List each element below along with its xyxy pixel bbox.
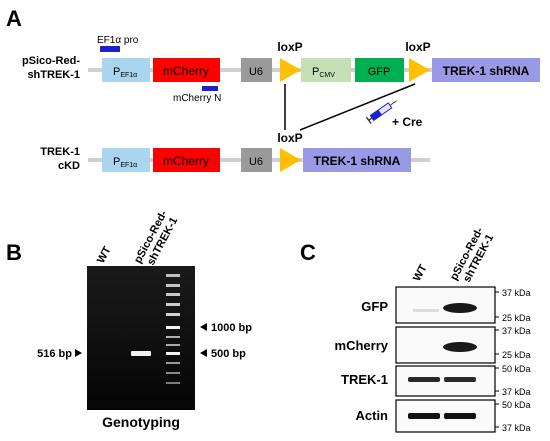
wb-row-trek1: TREK-1 50 kDa 37 kDa <box>341 364 530 397</box>
syringe-icon <box>365 100 397 125</box>
wb-band <box>444 377 476 382</box>
wb-kda-top: 37 kDa <box>502 288 531 298</box>
u6-box-bottom <box>241 148 272 172</box>
u6-label-bottom: U6 <box>249 156 263 168</box>
panel-label-c: C <box>300 240 316 265</box>
mcherry-label-bottom: mCherry <box>163 154 209 168</box>
wb-row-label: GFP <box>361 299 388 314</box>
ladder-band <box>166 284 180 287</box>
wb-band <box>443 342 477 352</box>
arrow-500bp <box>200 349 207 357</box>
u6-box <box>241 58 272 82</box>
arrow-516bp <box>75 349 82 357</box>
wb-kda-bottom: 25 kDa <box>502 350 531 360</box>
wb-band <box>408 413 440 419</box>
wb-row-label: Actin <box>356 408 389 423</box>
wb-row-actin: Actin 50 kDa 37 kDa <box>356 399 531 433</box>
construct-bottom: TREK-1 cKD PEF1α mCherry U6 loxP TREK-1 … <box>40 131 430 172</box>
promoter-ef1a-main: P <box>113 66 120 78</box>
ladder-band <box>166 303 180 306</box>
arrow-1000bp <box>200 323 207 331</box>
wb-kda-top: 50 kDa <box>502 400 531 410</box>
u6-label: U6 <box>249 66 263 78</box>
wb-band <box>408 377 440 382</box>
ladder-band <box>166 362 180 364</box>
primer-ef1a-pro <box>100 46 120 52</box>
promoter-ef1a-box-bottom <box>102 148 150 172</box>
gel-band-516bp <box>131 351 151 356</box>
mcherry-label: mCherry <box>163 64 209 78</box>
wb-band <box>444 413 476 419</box>
wb-kda-top: 37 kDa <box>502 326 531 336</box>
ladder-band <box>166 382 180 384</box>
wb-row-label: TREK-1 <box>341 372 388 387</box>
loxp-label-bottom: loxP <box>277 131 302 145</box>
wb-row-gfp: GFP 37 kDa 25 kDa <box>361 286 531 324</box>
wb-blot-box <box>395 286 496 324</box>
ladder-band-1000 <box>166 326 180 329</box>
pcmv-sub: CMV <box>319 72 335 79</box>
promoter-ef1a-sub: EF1α <box>120 72 137 79</box>
promoter-ef1a-sub-bottom: EF1α <box>120 162 137 169</box>
pcmv-main: P <box>312 66 319 78</box>
construct-bottom-name-line2: cKD <box>58 160 80 172</box>
mcherry-box <box>153 58 220 82</box>
loxp-label-2: loxP <box>405 40 430 54</box>
recombination-line-right <box>299 83 416 131</box>
gel-marker-500: 500 bp <box>211 348 246 360</box>
gel-caption: Genotyping <box>102 414 180 430</box>
construct-top: pSico-Red- shTREK-1 EF1α pro PEF1α mCher… <box>22 35 540 104</box>
panel-label-a: A <box>6 6 22 31</box>
wb-kda-bottom: 37 kDa <box>502 423 531 433</box>
ladder-band <box>166 344 180 346</box>
gfp-label: GFP <box>368 66 391 78</box>
ladder-band <box>166 274 180 277</box>
pcmv-text: PCMV <box>312 66 335 79</box>
wb-kda-bottom: 37 kDa <box>502 387 531 397</box>
shrna-label-top: TREK-1 shRNA <box>443 64 530 78</box>
panel-label-b: B <box>6 240 22 265</box>
ladder-band <box>166 336 180 338</box>
loxp-label-1: loxP <box>277 40 302 54</box>
pcmv-box <box>301 58 351 82</box>
gel-marker-1000: 1000 bp <box>211 322 252 334</box>
promoter-ef1a-main-bottom: P <box>113 156 120 168</box>
ladder-band-500 <box>166 352 180 355</box>
wb-kda-bottom: 25 kDa <box>502 313 531 323</box>
gel-lane-wt: WT <box>95 244 114 265</box>
gel-band-left-label: 516 bp <box>37 348 72 360</box>
mcherry-box-bottom <box>153 148 220 172</box>
loxp-triangle-bottom <box>280 148 301 172</box>
loxp-triangle-2 <box>409 58 430 82</box>
cre-label: + Cre <box>392 115 423 129</box>
ladder-lane <box>166 274 180 384</box>
ladder-band <box>166 313 180 316</box>
shrna-label-bottom: TREK-1 shRNA <box>314 154 401 168</box>
primer-mcherry-n <box>202 86 218 91</box>
shrna-box-top <box>432 58 540 82</box>
promoter-ef1a-text: PEF1α <box>113 66 137 79</box>
ef1a-pro-label: EF1α pro <box>97 35 139 46</box>
promoter-ef1a-text-bottom: PEF1α <box>113 156 137 169</box>
shrna-box-bottom <box>303 148 411 172</box>
wb-row-label: mCherry <box>335 338 389 353</box>
construct-bottom-name-line1: TREK-1 <box>40 146 80 158</box>
ladder-band <box>166 293 180 296</box>
promoter-ef1a-box <box>102 58 150 82</box>
gfp-box <box>355 58 404 82</box>
wb-row-mcherry: mCherry 37 kDa 25 kDa <box>335 326 531 364</box>
wb-band-faint <box>413 309 439 312</box>
loxp-triangle-1 <box>280 58 301 82</box>
construct-top-name-line1: pSico-Red- <box>22 55 80 67</box>
construct-top-name-line2: shTREK-1 <box>27 69 80 81</box>
mcherry-n-label: mCherry N <box>173 93 221 104</box>
wb-lane-wt: WT <box>411 262 430 283</box>
ladder-band <box>166 372 180 374</box>
wb-kda-top: 50 kDa <box>502 364 531 374</box>
wb-band <box>443 303 477 313</box>
